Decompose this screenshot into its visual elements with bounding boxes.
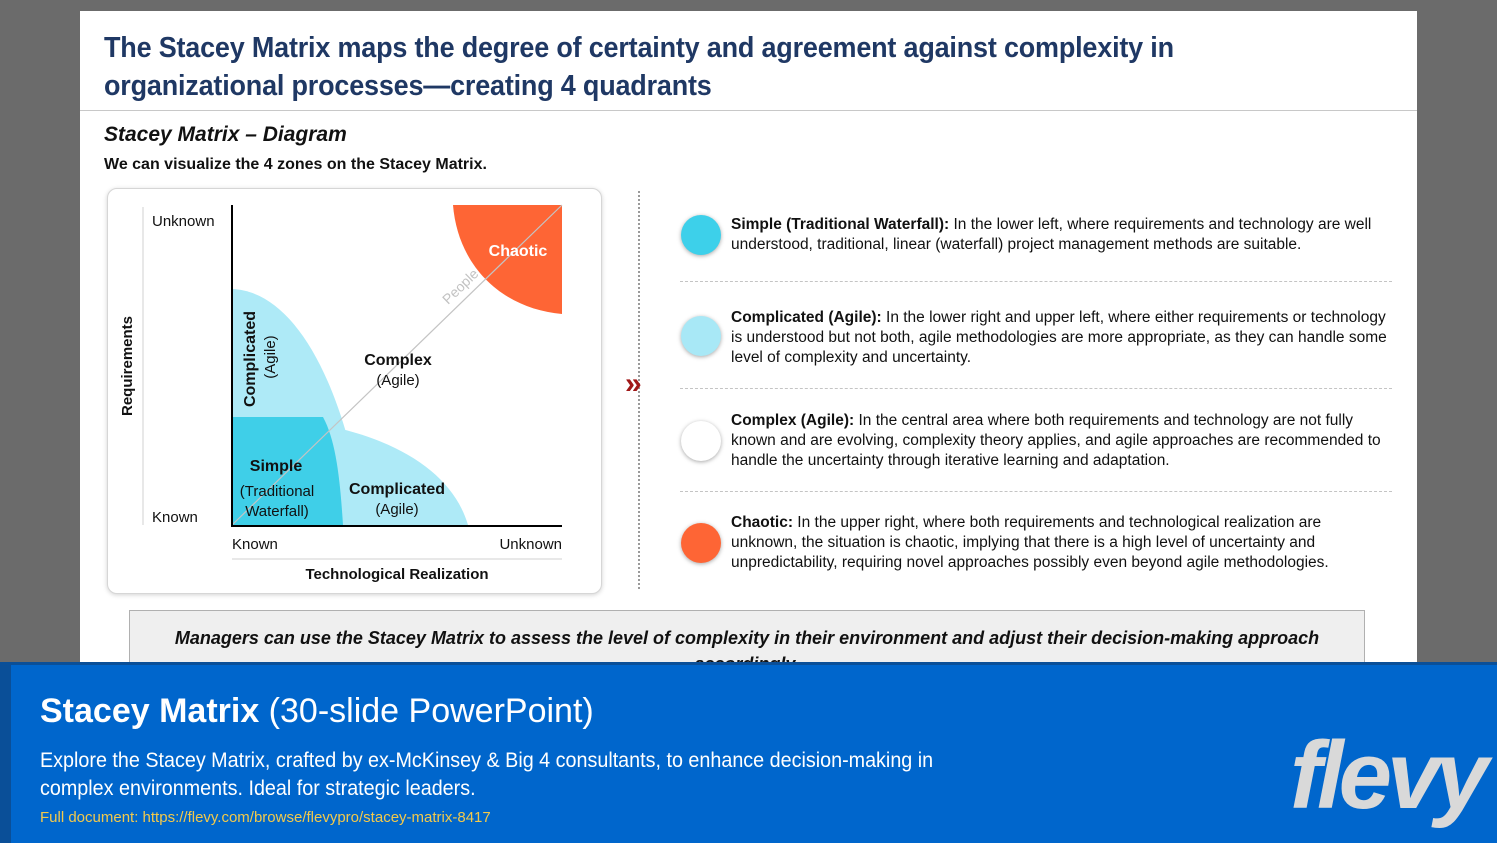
x-right-label: Unknown bbox=[499, 536, 562, 553]
zone-complicated-desc: Complicated (Agile): In the lower right … bbox=[731, 308, 1391, 368]
promo-banner bbox=[0, 662, 1497, 843]
stacey-matrix-diagram: People Requirements Unknown Known Known … bbox=[107, 188, 602, 594]
complicated-vertical-label: Complicated bbox=[242, 311, 259, 407]
complex-sublabel: (Agile) bbox=[376, 372, 419, 389]
banner-title-light: (30-slide PowerPoint) bbox=[259, 692, 594, 730]
zone-name: Complicated (Agile): bbox=[731, 309, 882, 326]
chaotic-label: Chaotic bbox=[489, 243, 548, 260]
zone-name: Chaotic: bbox=[731, 514, 793, 531]
banner-link[interactable]: Full document: https://flevy.com/browse/… bbox=[40, 809, 491, 826]
zone-separator bbox=[680, 281, 1392, 282]
chaotic-dot-icon bbox=[681, 523, 721, 563]
simple-sublabel-2: Waterfall) bbox=[245, 503, 309, 520]
banner-title: Stacey Matrix (30-slide PowerPoint) bbox=[40, 690, 594, 732]
slide-title: The Stacey Matrix maps the degree of cer… bbox=[104, 32, 1174, 102]
banner-left-edge bbox=[0, 662, 11, 843]
zone-text: In the lower left, where requirements an… bbox=[731, 216, 1372, 253]
zone-chaotic-desc: Chaotic: In the upper right, where both … bbox=[731, 513, 1391, 573]
complex-dot-icon bbox=[681, 421, 721, 461]
zone-text: In the upper right, where both requireme… bbox=[731, 514, 1329, 571]
zone-complex-desc: Complex (Agile): In the central area whe… bbox=[731, 411, 1391, 471]
people-diagonal bbox=[231, 204, 563, 526]
zone-text: In the central area where both requireme… bbox=[731, 412, 1381, 469]
lead-text: We can visualize the 4 zones on the Stac… bbox=[104, 156, 487, 173]
y-top-label: Unknown bbox=[152, 213, 215, 230]
complex-label: Complex bbox=[364, 352, 432, 369]
zone-separator bbox=[680, 388, 1392, 389]
callout-box: Managers can use the Stacey Matrix to as… bbox=[129, 610, 1365, 671]
y-bottom-label: Known bbox=[152, 509, 198, 526]
slide: The Stacey Matrix maps the degree of cer… bbox=[80, 11, 1417, 671]
x-left-label: Known bbox=[232, 536, 278, 553]
complicated-horizontal-sublabel: (Agile) bbox=[375, 501, 418, 518]
stacey-matrix-svg: People Requirements Unknown Known Known … bbox=[119, 204, 563, 583]
double-chevron-right-icon: » bbox=[625, 367, 642, 400]
banner-top-edge bbox=[0, 662, 1497, 665]
simple-dot-icon bbox=[681, 215, 721, 255]
zone-separator bbox=[680, 491, 1392, 492]
complicated-vertical-sublabel: (Agile) bbox=[262, 335, 279, 378]
zone-simple-desc: Simple (Traditional Waterfall): In the l… bbox=[731, 215, 1391, 255]
banner-title-strong: Stacey Matrix bbox=[40, 692, 260, 730]
banner-description: Explore the Stacey Matrix, crafted by ex… bbox=[40, 749, 934, 800]
y-axis-title: Requirements bbox=[119, 316, 136, 416]
simple-sublabel-1: (Traditional bbox=[240, 483, 314, 500]
x-axis-title: Technological Realization bbox=[305, 566, 488, 583]
zone-text: In the lower right and upper left, where… bbox=[731, 309, 1387, 366]
dotted-divider bbox=[638, 191, 640, 589]
section-subtitle: Stacey Matrix – Diagram bbox=[104, 123, 347, 146]
zone-name: Simple (Traditional Waterfall): bbox=[731, 216, 950, 233]
flevy-logo[interactable]: flevy bbox=[1290, 722, 1489, 829]
complicated-horizontal-label: Complicated bbox=[349, 481, 445, 498]
complicated-dot-icon bbox=[681, 316, 721, 356]
title-divider bbox=[80, 110, 1417, 111]
simple-label: Simple bbox=[250, 458, 303, 475]
zone-name: Complex (Agile): bbox=[731, 412, 855, 429]
